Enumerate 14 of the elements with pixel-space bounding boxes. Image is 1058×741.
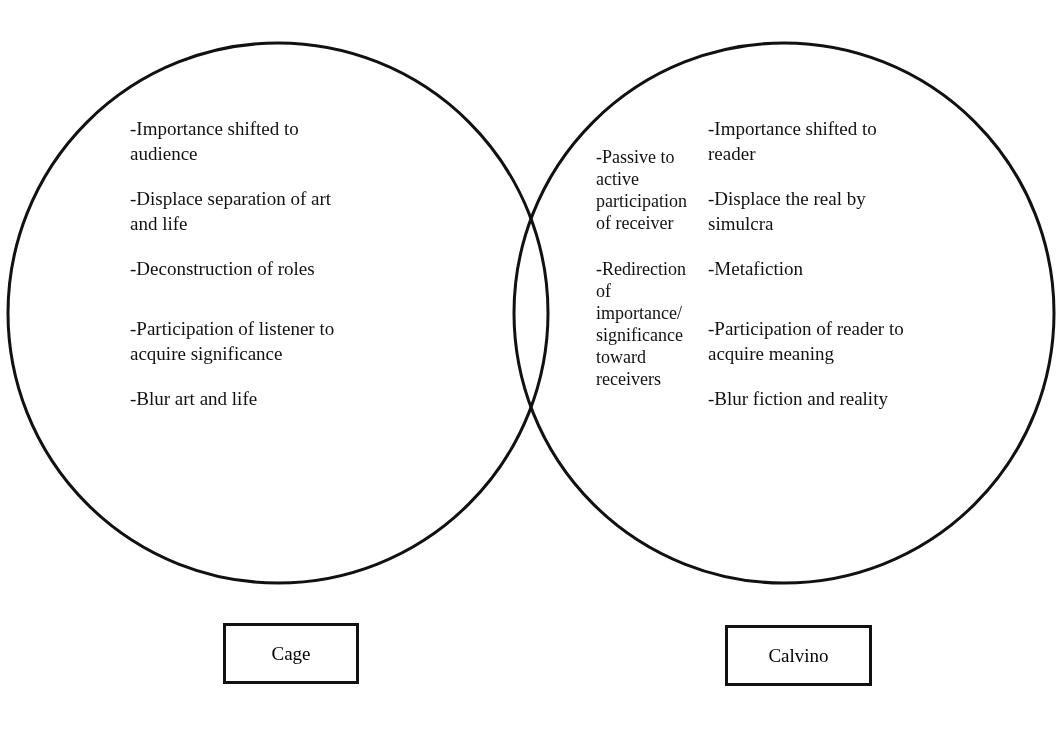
list-item: -Participation of reader to acquire meaning — [708, 317, 905, 366]
list-item: -Participation of listener to acquire significance — [130, 317, 336, 366]
list-item: -Blur fiction and reality — [708, 387, 889, 411]
list-item: -Metafiction — [708, 257, 804, 281]
list-item: -Displace separation of art and life — [130, 187, 332, 236]
list-item: -Deconstruction of roles — [130, 257, 316, 281]
label-box: Calvino — [725, 625, 872, 686]
list-item: -Blur art and life — [130, 387, 259, 411]
list-item: -Importance shifted to audience — [130, 117, 300, 166]
overlap-item: -Passive to active participation of receiver — [596, 146, 688, 234]
list-item: -Importance shifted to reader — [708, 117, 878, 166]
overlap-item: -Redirection of importance/ significance toward receivers — [596, 258, 687, 390]
list-item: -Displace the real by simulcra — [708, 187, 867, 236]
label-box: Cage — [223, 623, 359, 684]
